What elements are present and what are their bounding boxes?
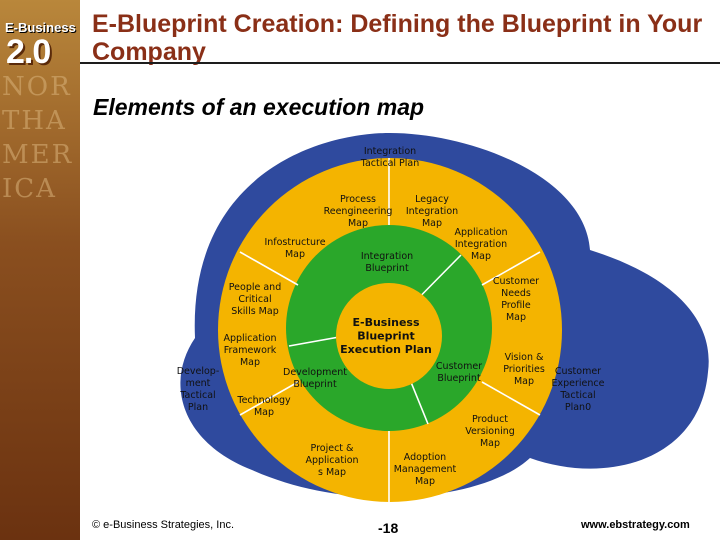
brand-version: 2.0 <box>6 33 51 71</box>
slide-title: E-Blueprint Creation: Defining the Bluep… <box>92 10 703 66</box>
footer-copyright: © e-Business Strategies, Inc. <box>92 519 235 531</box>
footer-page-number: -18 <box>378 520 399 536</box>
yellow-ring-dividers <box>239 158 541 502</box>
brand-name: E-Business <box>5 20 76 35</box>
sidebar-background-letters: NORTHAMERICA <box>2 72 74 204</box>
footer-url: www.ebstrategy.com <box>581 519 690 531</box>
brand-sidebar: NORTHAMERICA E-Business 2.0 <box>0 0 80 540</box>
center-circle <box>336 283 442 389</box>
slide-subtitle: Elements of an execution map <box>93 94 425 120</box>
title-divider <box>80 62 720 64</box>
